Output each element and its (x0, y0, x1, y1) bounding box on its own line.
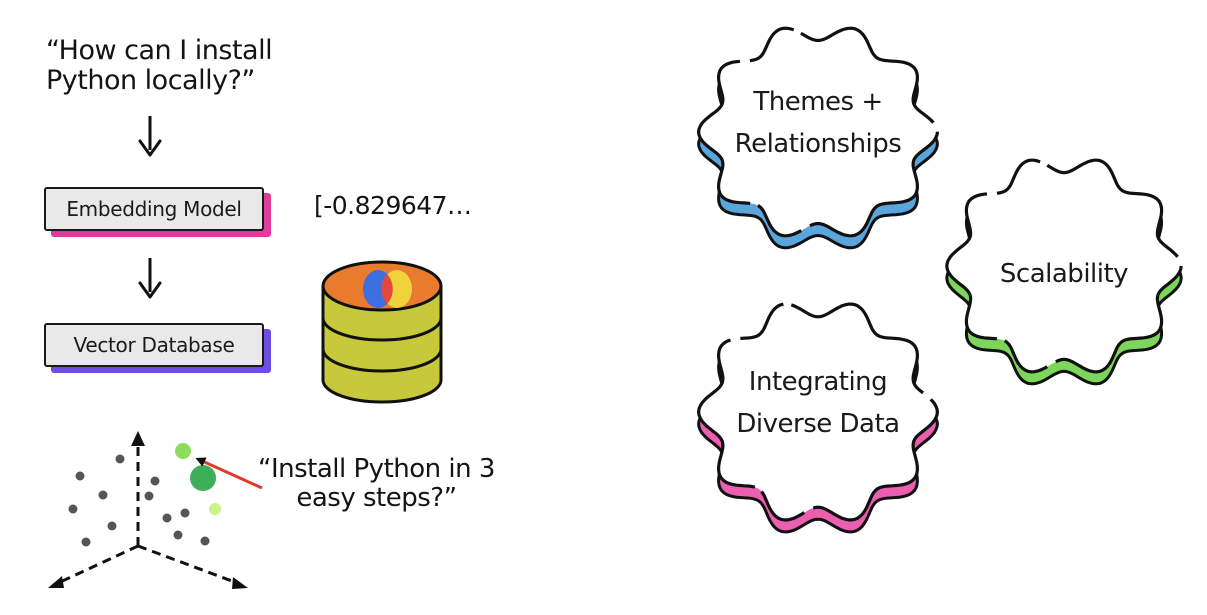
blob-face (696, 302, 940, 522)
integrating-diverse-data-label: Integrating Diverse Data (736, 367, 900, 439)
red-pointer-arrow (195, 457, 263, 490)
vector-database-label: Vector Database (73, 333, 235, 357)
blob-face (945, 158, 1183, 374)
database-logo-icon (363, 270, 412, 308)
axes-3d (55, 440, 241, 586)
themes-relationships-blob (696, 26, 940, 250)
scalability-blob (945, 158, 1183, 386)
retrieved-answer-text: “Install Python in 3 easy steps?” (258, 454, 495, 514)
neighbor-point-faint (209, 503, 221, 515)
embedding-points (68, 454, 210, 547)
embedding-model-box: Embedding Model (44, 187, 264, 231)
themes-relationships-label: Themes + Relationships (734, 87, 902, 159)
arrow-embedding-to-vectordb (138, 258, 162, 299)
vector-database-box: Vector Database (44, 323, 264, 367)
axis-arrowheads (48, 431, 248, 589)
user-query-text: “How can I install Python locally?” (46, 35, 273, 97)
embedding-model-label: Embedding Model (66, 197, 242, 221)
integrating-diverse-data-blob (696, 302, 940, 534)
blob-face (696, 26, 940, 238)
arrow-query-to-embedding (138, 116, 162, 157)
vector-preview-text: [-0.829647… (314, 191, 472, 220)
query-match-point (190, 465, 216, 491)
neighbor-point (175, 443, 191, 459)
scalability-label: Scalability (999, 259, 1129, 289)
